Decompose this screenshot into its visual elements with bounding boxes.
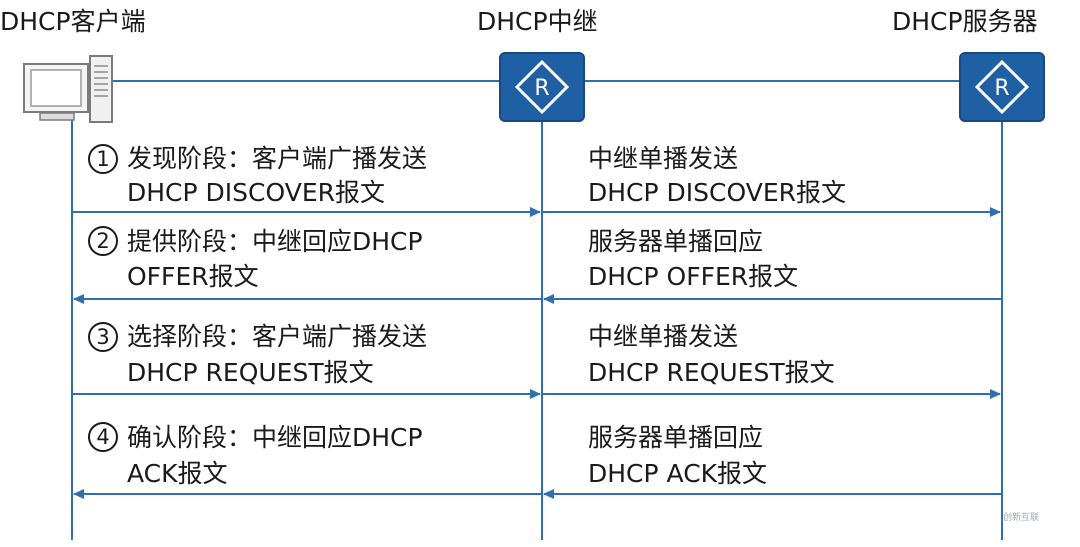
router-icon: R: [499, 52, 585, 122]
step-number: 3: [96, 325, 109, 349]
phase-left-line-2: DHCP REQUEST报文: [127, 358, 374, 387]
phase-left-line-1: 选择阶段：客户端广播发送: [127, 322, 427, 351]
phase-left-line-2: DHCP DISCOVER报文: [127, 178, 385, 207]
phase-right-line-1: 中继单播发送: [588, 144, 738, 173]
phase-right-line-1: 服务器单播回应: [588, 227, 763, 256]
phase-right-line-2: DHCP OFFER报文: [588, 262, 798, 291]
computer-icon: [23, 55, 113, 123]
step-number-circle: [88, 226, 118, 256]
participant-title-server: DHCP服务器: [892, 7, 1038, 36]
phase-3: 3 选择阶段：客户端广播发送 DHCP REQUEST报文 中继单播发送 DHC…: [72, 322, 1001, 399]
router-icon: R: [959, 52, 1045, 122]
phase-1: 1 发现阶段：客户端广播发送 DHCP DISCOVER报文 中继单播发送 DH…: [72, 144, 1001, 217]
phase-left-line-2: OFFER报文: [127, 262, 259, 291]
phase-right-line-2: DHCP REQUEST报文: [588, 358, 835, 387]
participant-title-client: DHCP客户端: [0, 7, 146, 36]
phase-2: 2 提供阶段：中继回应DHCP OFFER报文 服务器单播回应 DHCP OFF…: [73, 226, 1002, 304]
router-letter: R: [994, 76, 1009, 101]
phase-right-line-2: DHCP ACK报文: [588, 459, 767, 488]
phase-right-line-1: 中继单播发送: [588, 322, 738, 351]
watermark: 创新互联: [1003, 511, 1039, 523]
phase-left-line-1: 提供阶段：中继回应DHCP: [127, 227, 423, 256]
step-number-circle: [88, 144, 118, 174]
step-number-circle: [88, 422, 118, 452]
step-number: 2: [96, 229, 109, 253]
phase-left-line-1: 确认阶段：中继回应DHCP: [127, 423, 423, 452]
step-number: 1: [96, 147, 109, 171]
step-number-circle: [88, 322, 118, 352]
phase-left-line-1: 发现阶段：客户端广播发送: [127, 144, 427, 173]
phase-left-line-2: ACK报文: [127, 459, 228, 488]
phase-4: 4 确认阶段：中继回应DHCP ACK报文 服务器单播回应 DHCP ACK报文: [73, 422, 1002, 499]
phase-right-line-2: DHCP DISCOVER报文: [588, 178, 846, 207]
phase-right-line-1: 服务器单播回应: [588, 423, 763, 452]
step-number: 4: [96, 425, 109, 449]
participant-title-relay: DHCP中继: [477, 7, 598, 36]
router-letter: R: [534, 76, 549, 101]
